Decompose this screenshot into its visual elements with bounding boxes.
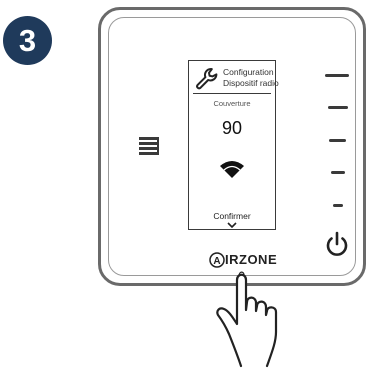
side-button-3[interactable] [329,139,346,142]
parameter-label: Couverture [189,99,275,108]
pointing-hand-icon [215,262,307,368]
header-line-2: Dispositif radio [223,78,279,89]
side-button-5[interactable] [333,204,343,207]
side-button-2[interactable] [328,106,348,109]
power-icon[interactable] [324,231,350,259]
confirm-label[interactable]: Confirmer [189,211,275,221]
wrench-icon [195,67,219,91]
wifi-icon [219,159,245,179]
step-number-badge: 3 [3,16,52,65]
chevron-down-icon[interactable] [227,222,237,228]
side-button-1[interactable] [325,74,349,77]
header-line-1: Configuration [223,67,279,78]
device-screen: Configuration Dispositif radio Couvertur… [188,60,276,230]
parameter-value: 90 [189,118,275,139]
side-button-4[interactable] [331,171,345,174]
screen-header: Configuration Dispositif radio [193,65,271,94]
screen-header-title: Configuration Dispositif radio [223,67,279,89]
menu-lines-icon[interactable] [137,136,161,158]
